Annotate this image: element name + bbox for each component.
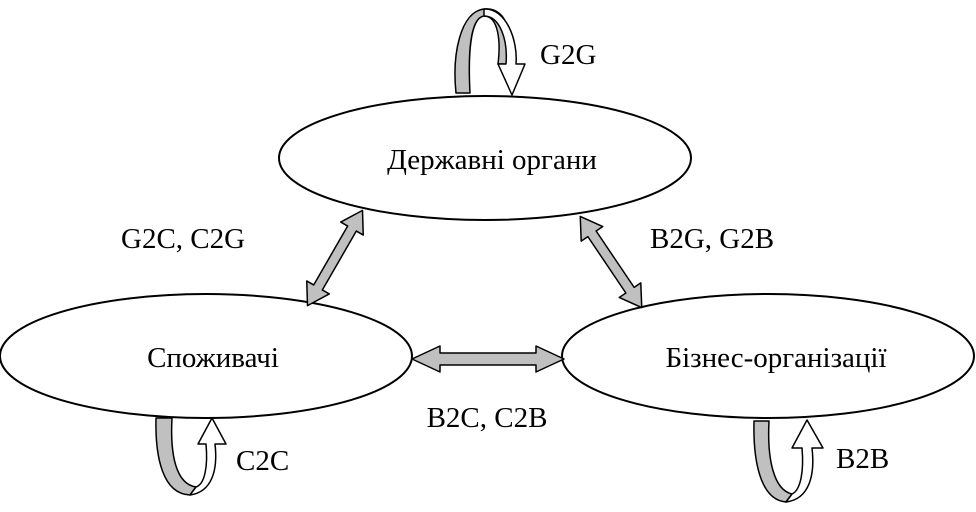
loop-c2c [155,417,227,496]
edge-label-b2c-c2b: B2C, C2B [427,402,548,434]
loop-g2g [454,8,526,96]
edge-label-g2c-c2g: G2C, C2G [121,223,245,255]
arrow-government-business [579,215,643,309]
edge-label-c2c: C2C [236,445,289,477]
node-government-label: Державні органи [387,144,597,176]
arrow-consumers-business [411,345,565,373]
edge-label-b2g-g2b: B2G, G2B [650,223,774,255]
node-government-ellipse [278,95,692,221]
node-consumers-label: Споживачі [147,342,279,374]
node-consumers-ellipse [0,293,413,419]
loop-b2b [753,419,824,503]
node-business-label: Бізнес-організації [665,342,886,374]
edge-label-g2g: G2G [540,39,596,71]
arrow-government-consumers [305,209,365,307]
edge-label-b2b: B2B [836,443,889,475]
node-business-ellipse [561,293,975,419]
